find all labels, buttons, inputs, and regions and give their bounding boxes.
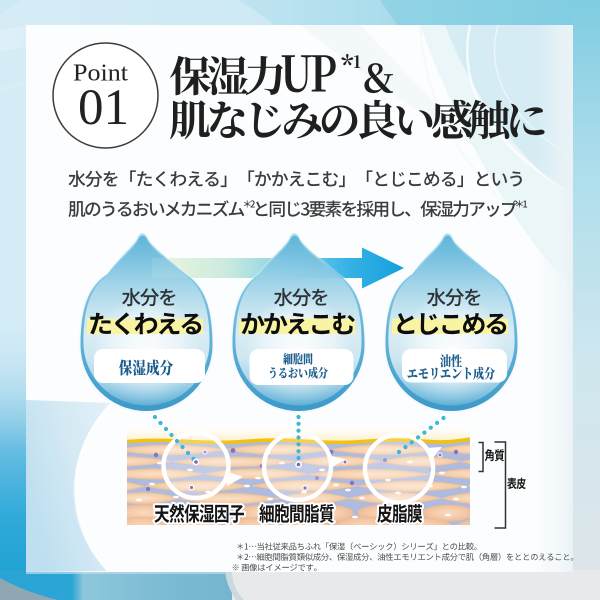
svg-text:01: 01 <box>78 80 129 136</box>
svg-text:Point: Point <box>73 61 128 87</box>
